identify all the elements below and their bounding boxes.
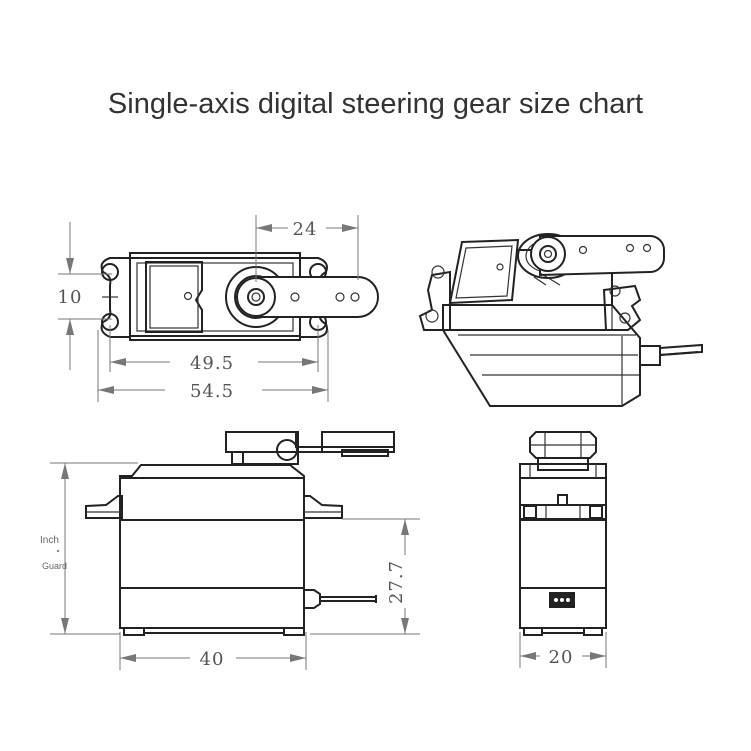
top-view: 24 10 49.5 54.5 — [58, 215, 379, 402]
dim-body-length: 49.5 — [190, 353, 234, 374]
side-note-line2: Guard — [42, 561, 67, 571]
front-view: 20 — [519, 431, 607, 668]
side-note-line1: Inch — [40, 535, 59, 546]
dim-front-width: 20 — [549, 647, 574, 668]
dim-body-height: 10 — [58, 287, 83, 308]
dim-flange-height: 27.7 — [386, 560, 407, 604]
dim-horn-offset: 24 — [293, 219, 318, 240]
page-title: Single-axis digital steering gear size c… — [107, 88, 644, 120]
side-view: 27.7 40 Inch Guard — [40, 431, 420, 670]
isometric-view — [418, 233, 703, 407]
dim-side-width: 40 — [200, 649, 225, 670]
dim-mount-length: 54.5 — [190, 381, 234, 402]
